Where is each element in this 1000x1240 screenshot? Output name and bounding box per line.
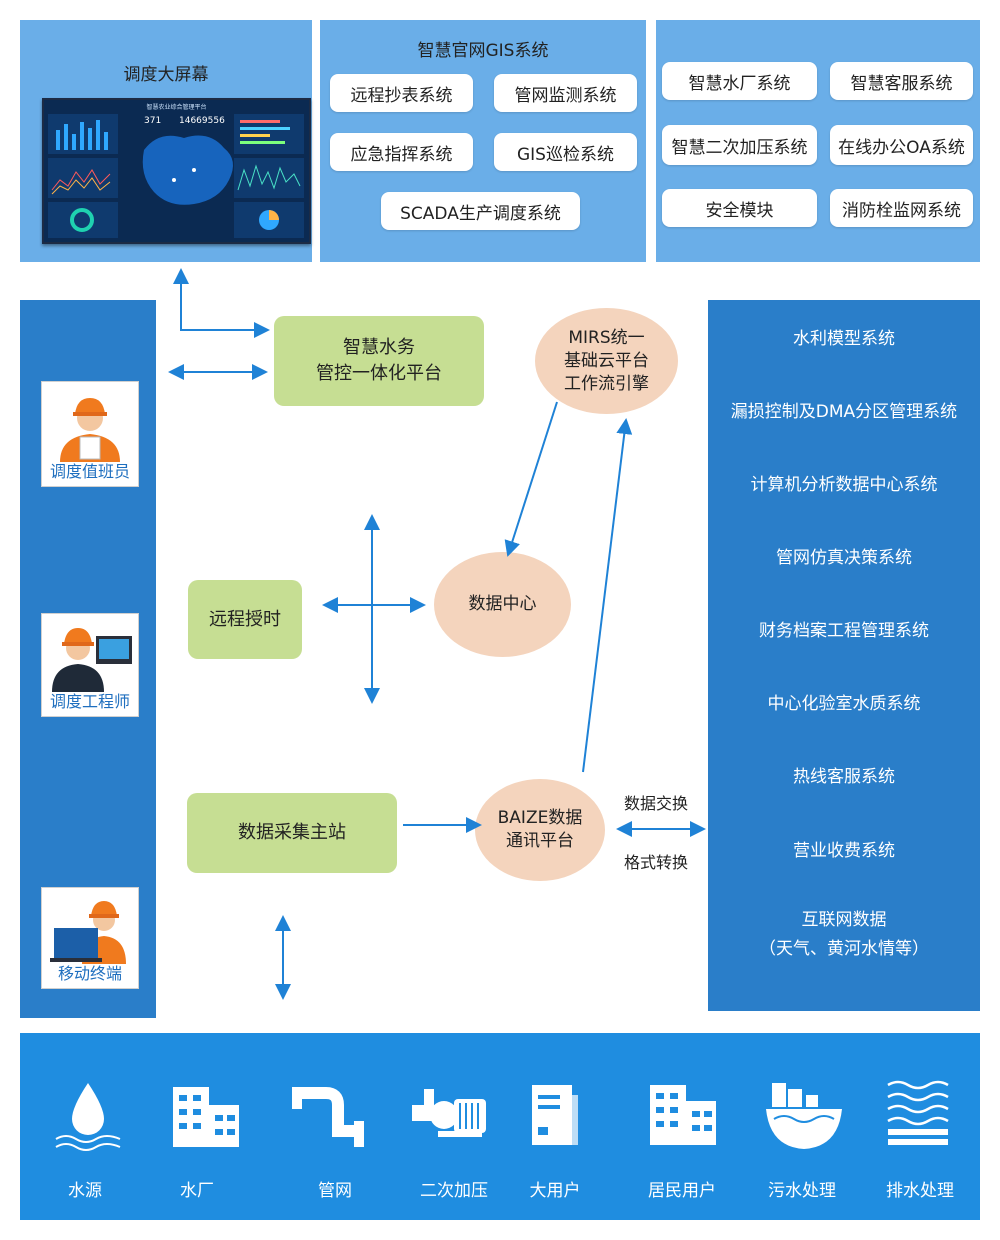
box-network-monitor: 管网监测系统 <box>494 74 637 112</box>
person-dispatch-engineer: 调度工程师 <box>41 613 139 717</box>
arrow-baize-to-mirs <box>582 418 633 773</box>
label-format-convert: 格式转换 <box>624 853 689 872</box>
sewage-treatment-icon <box>766 1083 842 1149</box>
person-mobile-terminal: 移动终端 <box>41 887 139 989</box>
person-duty-operator: 调度值班员 <box>41 381 139 487</box>
right-systems-panel <box>708 300 980 1011</box>
bottom-label-booster: 二次加压 <box>420 1181 488 1201</box>
box-security-module: 安全模块 <box>662 189 817 227</box>
mobile-terminal-label: 移动终端 <box>57 964 122 983</box>
dashboard-number-1: 371 <box>144 116 162 126</box>
dashboard-number-2: 14669556 <box>179 116 225 126</box>
box-secondary-pressure: 智慧二次加压系统 <box>662 125 817 165</box>
box-scada: SCADA生产调度系统 <box>381 192 580 230</box>
node-data-center: 数据中心 <box>434 552 571 657</box>
dispatch-engineer-icon <box>52 628 132 692</box>
right-item-hotline-service: 热线客服系统 <box>793 767 895 787</box>
duty-operator-icon <box>60 398 120 462</box>
mirs-line3: 工作流引擎 <box>564 373 649 394</box>
label-data-exchange: 数据交换 <box>624 794 689 813</box>
right-item-internet-data-detail: （天气、黄河水情等） <box>759 939 929 959</box>
right-item-hydraulic-model: 水利模型系统 <box>793 329 895 349</box>
right-item-lab-quality: 中心化验室水质系统 <box>767 694 921 714</box>
box-hydrant-monitor: 消防栓监网系统 <box>830 189 973 227</box>
bottom-label-water-plant: 水厂 <box>180 1181 214 1201</box>
water-plant-icon <box>173 1087 239 1147</box>
mirs-line2: 基础云平台 <box>564 350 649 371</box>
right-item-leakage-dma: 漏损控制及DMA分区管理系统 <box>730 402 958 422</box>
mirs-line1: MIRS统一 <box>568 327 645 348</box>
right-item-analysis-center: 计算机分析数据中心系统 <box>750 475 938 495</box>
pipe-network-icon <box>292 1087 364 1147</box>
node-baize: BAIZE数据 通讯平台 <box>475 779 605 881</box>
bottom-label-drainage: 排水处理 <box>886 1181 954 1201</box>
box-emergency-command: 应急指挥系统 <box>330 133 473 171</box>
bottom-label-water-source: 水源 <box>68 1181 102 1201</box>
dashboard-screen: 智慧农业综合管理平台 371 14669556 <box>42 98 311 244</box>
booster-pump-icon <box>412 1089 486 1137</box>
bottom-label-resident: 居民用户 <box>648 1181 716 1201</box>
dispatch-engineer-label: 调度工程师 <box>49 692 130 711</box>
box-gis-patrol: GIS巡检系统 <box>494 133 637 171</box>
large-user-icon <box>532 1085 578 1145</box>
node-remote-time: 远程授时 <box>188 580 302 659</box>
node-platform: 智慧水务 管控一体化平台 <box>274 316 484 406</box>
platform-line2: 管控一体化平台 <box>316 363 442 384</box>
bottom-label-large-user: 大用户 <box>529 1181 581 1201</box>
box-smart-plant: 智慧水厂系统 <box>662 62 817 100</box>
node-collect-station: 数据采集主站 <box>187 793 397 873</box>
data-center-label: 数据中心 <box>468 594 537 614</box>
node-mirs: MIRS统一 基础云平台 工作流引擎 <box>535 308 678 414</box>
gis-system-title: 智慧官网GIS系统 <box>417 41 549 61</box>
right-item-internet-data: 互联网数据 <box>801 910 887 930</box>
right-item-network-simulation: 管网仿真决策系统 <box>776 548 912 568</box>
dashboard-graphics <box>48 114 304 238</box>
mobile-terminal-icon <box>50 901 126 964</box>
arrow-platform-to-screen <box>173 268 270 338</box>
right-item-finance-archive: 财务档案工程管理系统 <box>759 621 929 641</box>
bottom-label-pipe-network: 管网 <box>318 1181 352 1201</box>
baize-line2: 通讯平台 <box>506 831 574 851</box>
dashboard-title: 智慧农业综合管理平台 <box>146 104 207 111</box>
resident-user-icon <box>650 1085 716 1145</box>
duty-operator-label: 调度值班员 <box>49 462 130 481</box>
box-remote-meter: 远程抄表系统 <box>330 74 473 112</box>
box-oa-system: 在线办公OA系统 <box>830 125 973 165</box>
drainage-treatment-icon <box>887 1080 949 1145</box>
arrow-mirs-to-datacenter <box>504 401 558 557</box>
right-item-billing: 营业收费系统 <box>793 841 895 861</box>
baize-line1: BAIZE数据 <box>497 808 583 828</box>
platform-line1: 智慧水务 <box>343 337 415 358</box>
box-smart-service: 智慧客服系统 <box>830 62 973 100</box>
water-source-icon <box>55 1083 121 1151</box>
bottom-label-sewage: 污水处理 <box>768 1181 836 1201</box>
big-screen-title: 调度大屏幕 <box>123 65 209 85</box>
